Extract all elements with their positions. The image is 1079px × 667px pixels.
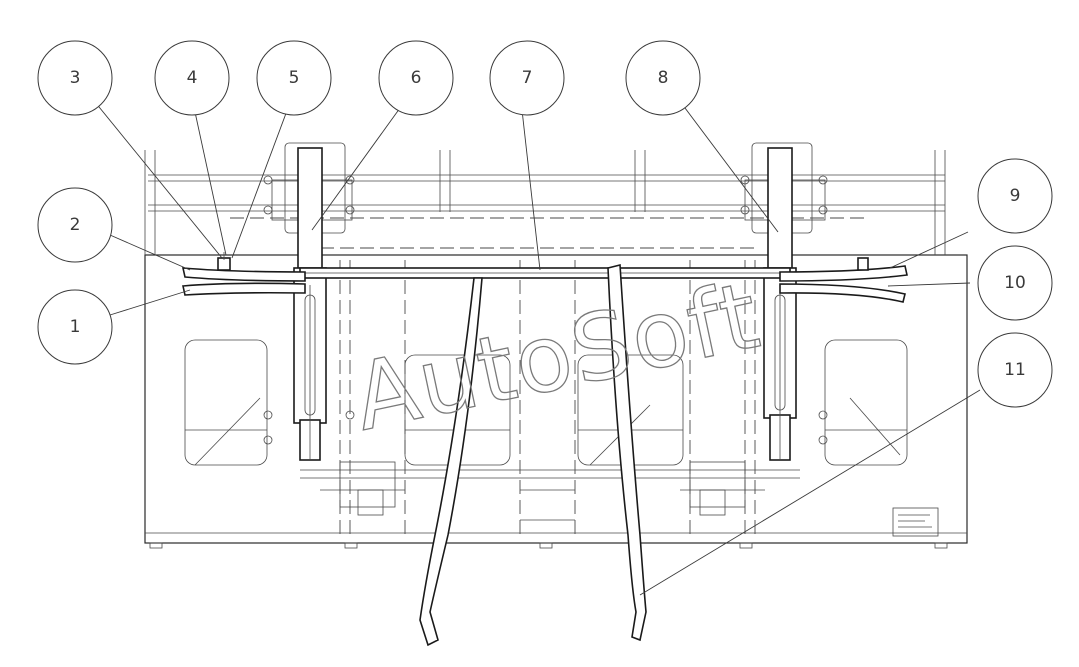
callout-label-9: 9 — [1010, 186, 1021, 206]
left-handle — [181, 252, 306, 296]
leader-lines — [94, 101, 981, 596]
callout-balloon-6: 6 — [378, 40, 454, 116]
callout-balloon-5: 5 — [256, 40, 332, 116]
callout-label-3: 3 — [70, 68, 81, 88]
right-handle — [779, 257, 908, 303]
callout-label-10: 10 — [1004, 273, 1026, 293]
callout-balloon-11: 11 — [977, 332, 1053, 408]
tines — [419, 263, 647, 647]
callout-label-4: 4 — [187, 68, 198, 88]
hinge-blocks — [320, 461, 765, 516]
callout-label-6: 6 — [411, 68, 422, 88]
watermark-text: AutoSoft — [345, 262, 769, 452]
callout-label-8: 8 — [658, 68, 669, 88]
callout-balloon-2: 2 — [37, 187, 113, 263]
callout-balloon-1: 1 — [37, 289, 113, 365]
callout-balloon-3: 3 — [37, 40, 113, 116]
callout-balloon-9: 9 — [977, 158, 1053, 234]
frame-cutouts — [184, 339, 908, 466]
callout-label-2: 2 — [70, 215, 81, 235]
callout-label-5: 5 — [289, 68, 300, 88]
left-mount — [263, 142, 355, 461]
callout-label-7: 7 — [522, 68, 533, 88]
callout-balloon-10: 10 — [977, 245, 1053, 321]
nameplate — [892, 507, 939, 537]
callout-label-11: 11 — [1004, 360, 1026, 380]
callout-balloon-7: 7 — [489, 40, 565, 116]
callout-label-1: 1 — [70, 317, 81, 337]
callout-balloon-8: 8 — [625, 40, 701, 116]
callout-balloon-4: 4 — [154, 40, 230, 116]
